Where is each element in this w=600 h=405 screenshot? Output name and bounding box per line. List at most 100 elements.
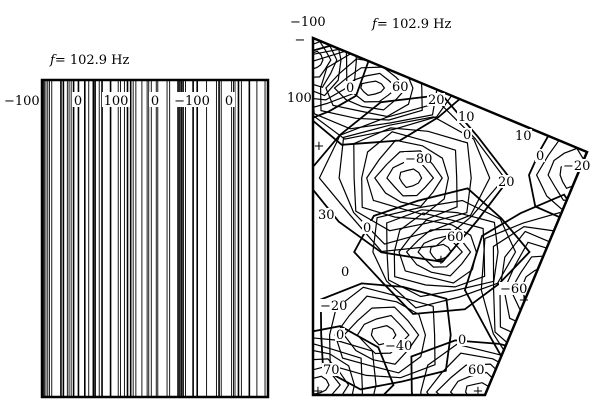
inline-label: −100 <box>174 94 210 109</box>
contour-label-background <box>497 175 515 188</box>
contour-marker: + <box>519 293 530 308</box>
contour-label: 60 <box>468 363 485 378</box>
contour-label: 10 <box>458 110 475 125</box>
contour-line <box>449 371 507 395</box>
right-axis-top-label: −100 <box>290 15 326 30</box>
contour-line <box>360 80 386 96</box>
contour-label-background <box>362 221 372 234</box>
inline-label: 100 <box>104 94 129 109</box>
inline-label: 0 <box>74 94 82 109</box>
contour-label-background <box>319 299 345 312</box>
contour-marker: + <box>473 384 484 399</box>
contour-label-background <box>514 129 532 142</box>
contour-label-background <box>562 159 588 172</box>
contour-label-background <box>322 363 340 376</box>
frequency-symbol: f <box>372 17 377 32</box>
contour-label-background <box>446 230 464 243</box>
contour-label-background <box>457 110 475 123</box>
contour-label: −60 <box>500 282 527 297</box>
left-inline-labels: 0 100 0 −100 0 <box>72 92 235 109</box>
contour-label: 0 <box>363 221 371 236</box>
frequency-value: = 102.9 Hz <box>54 53 130 68</box>
contour-line <box>398 219 478 284</box>
right-panel-boundary <box>311 36 589 397</box>
contour-label-background <box>391 80 409 93</box>
contour-line <box>338 116 491 245</box>
right-panel-title: f= 102.9 Hz <box>372 18 451 31</box>
contour-label: −20 <box>563 159 590 174</box>
contour-line <box>464 382 493 395</box>
contour-line <box>530 277 551 303</box>
contour-line <box>393 212 486 288</box>
contour-label: 0 <box>341 265 349 280</box>
right-axis-side-label: 100 <box>287 91 312 106</box>
contour-line <box>313 50 324 70</box>
contour-label: 0 <box>463 128 471 143</box>
inline-label: 0 <box>151 94 159 109</box>
contour-line <box>353 187 531 315</box>
contour-line <box>313 38 358 112</box>
contour-label-background <box>467 363 485 376</box>
contour-label: 0 <box>458 333 466 348</box>
contour-line <box>429 243 452 261</box>
left-axis-label: −100 <box>4 94 40 109</box>
label-background <box>174 92 210 107</box>
contour-marker: + <box>313 384 324 399</box>
contour-label-background <box>462 128 472 141</box>
contour-label: 0 <box>346 81 354 96</box>
label-background <box>223 92 235 107</box>
contour-line <box>313 348 356 395</box>
contour-line <box>313 38 370 125</box>
contour-line <box>386 209 499 298</box>
contour-label: −40 <box>385 339 412 354</box>
contour-line <box>313 40 332 78</box>
contour-label-background <box>404 152 430 165</box>
contour-line <box>463 193 587 384</box>
contour-marker: + <box>436 253 447 268</box>
contour-label: 0 <box>336 328 344 343</box>
frequency-symbol: f <box>50 53 55 68</box>
contour-label: 60 <box>447 230 464 245</box>
contour-line <box>361 131 458 221</box>
contour-label-background <box>427 93 445 106</box>
contour-label-background <box>535 149 545 162</box>
contour-label-background <box>345 81 355 94</box>
contour-label: −80 <box>405 152 432 167</box>
label-background <box>102 92 130 107</box>
contour-line <box>398 168 423 189</box>
contour-label: −20 <box>320 299 347 314</box>
left-panel-title: f= 102.9 Hz <box>50 54 129 67</box>
contour-line <box>333 66 408 111</box>
contour-line <box>313 93 511 263</box>
contour-marker: − <box>295 33 306 48</box>
contour-line <box>313 339 364 395</box>
contour-line <box>353 127 472 232</box>
contour-label-background <box>340 265 350 278</box>
contour-line <box>372 199 517 309</box>
contour-line <box>313 38 342 97</box>
contour-label-background <box>317 208 335 221</box>
label-background <box>149 92 161 107</box>
contour-label: 10 <box>515 129 532 144</box>
contour-line <box>313 375 330 395</box>
contour-line <box>313 38 348 101</box>
contour-label-background <box>457 333 467 346</box>
contour-line <box>318 101 506 253</box>
contour-label: 60 <box>392 80 409 95</box>
contour-line <box>313 336 377 395</box>
contour-label-background <box>384 339 410 352</box>
label-background <box>72 92 84 107</box>
left-panel-frame <box>40 78 270 399</box>
contour-marker: + <box>314 139 325 154</box>
contour-label: 30 <box>318 208 335 223</box>
contour-line <box>366 139 450 216</box>
left-stripe-pattern <box>43 81 266 396</box>
inline-label: 0 <box>225 94 233 109</box>
contour-line <box>313 325 395 395</box>
contour-label: 20 <box>428 93 445 108</box>
contour-label: 0 <box>536 149 544 164</box>
contour-line <box>480 212 587 375</box>
